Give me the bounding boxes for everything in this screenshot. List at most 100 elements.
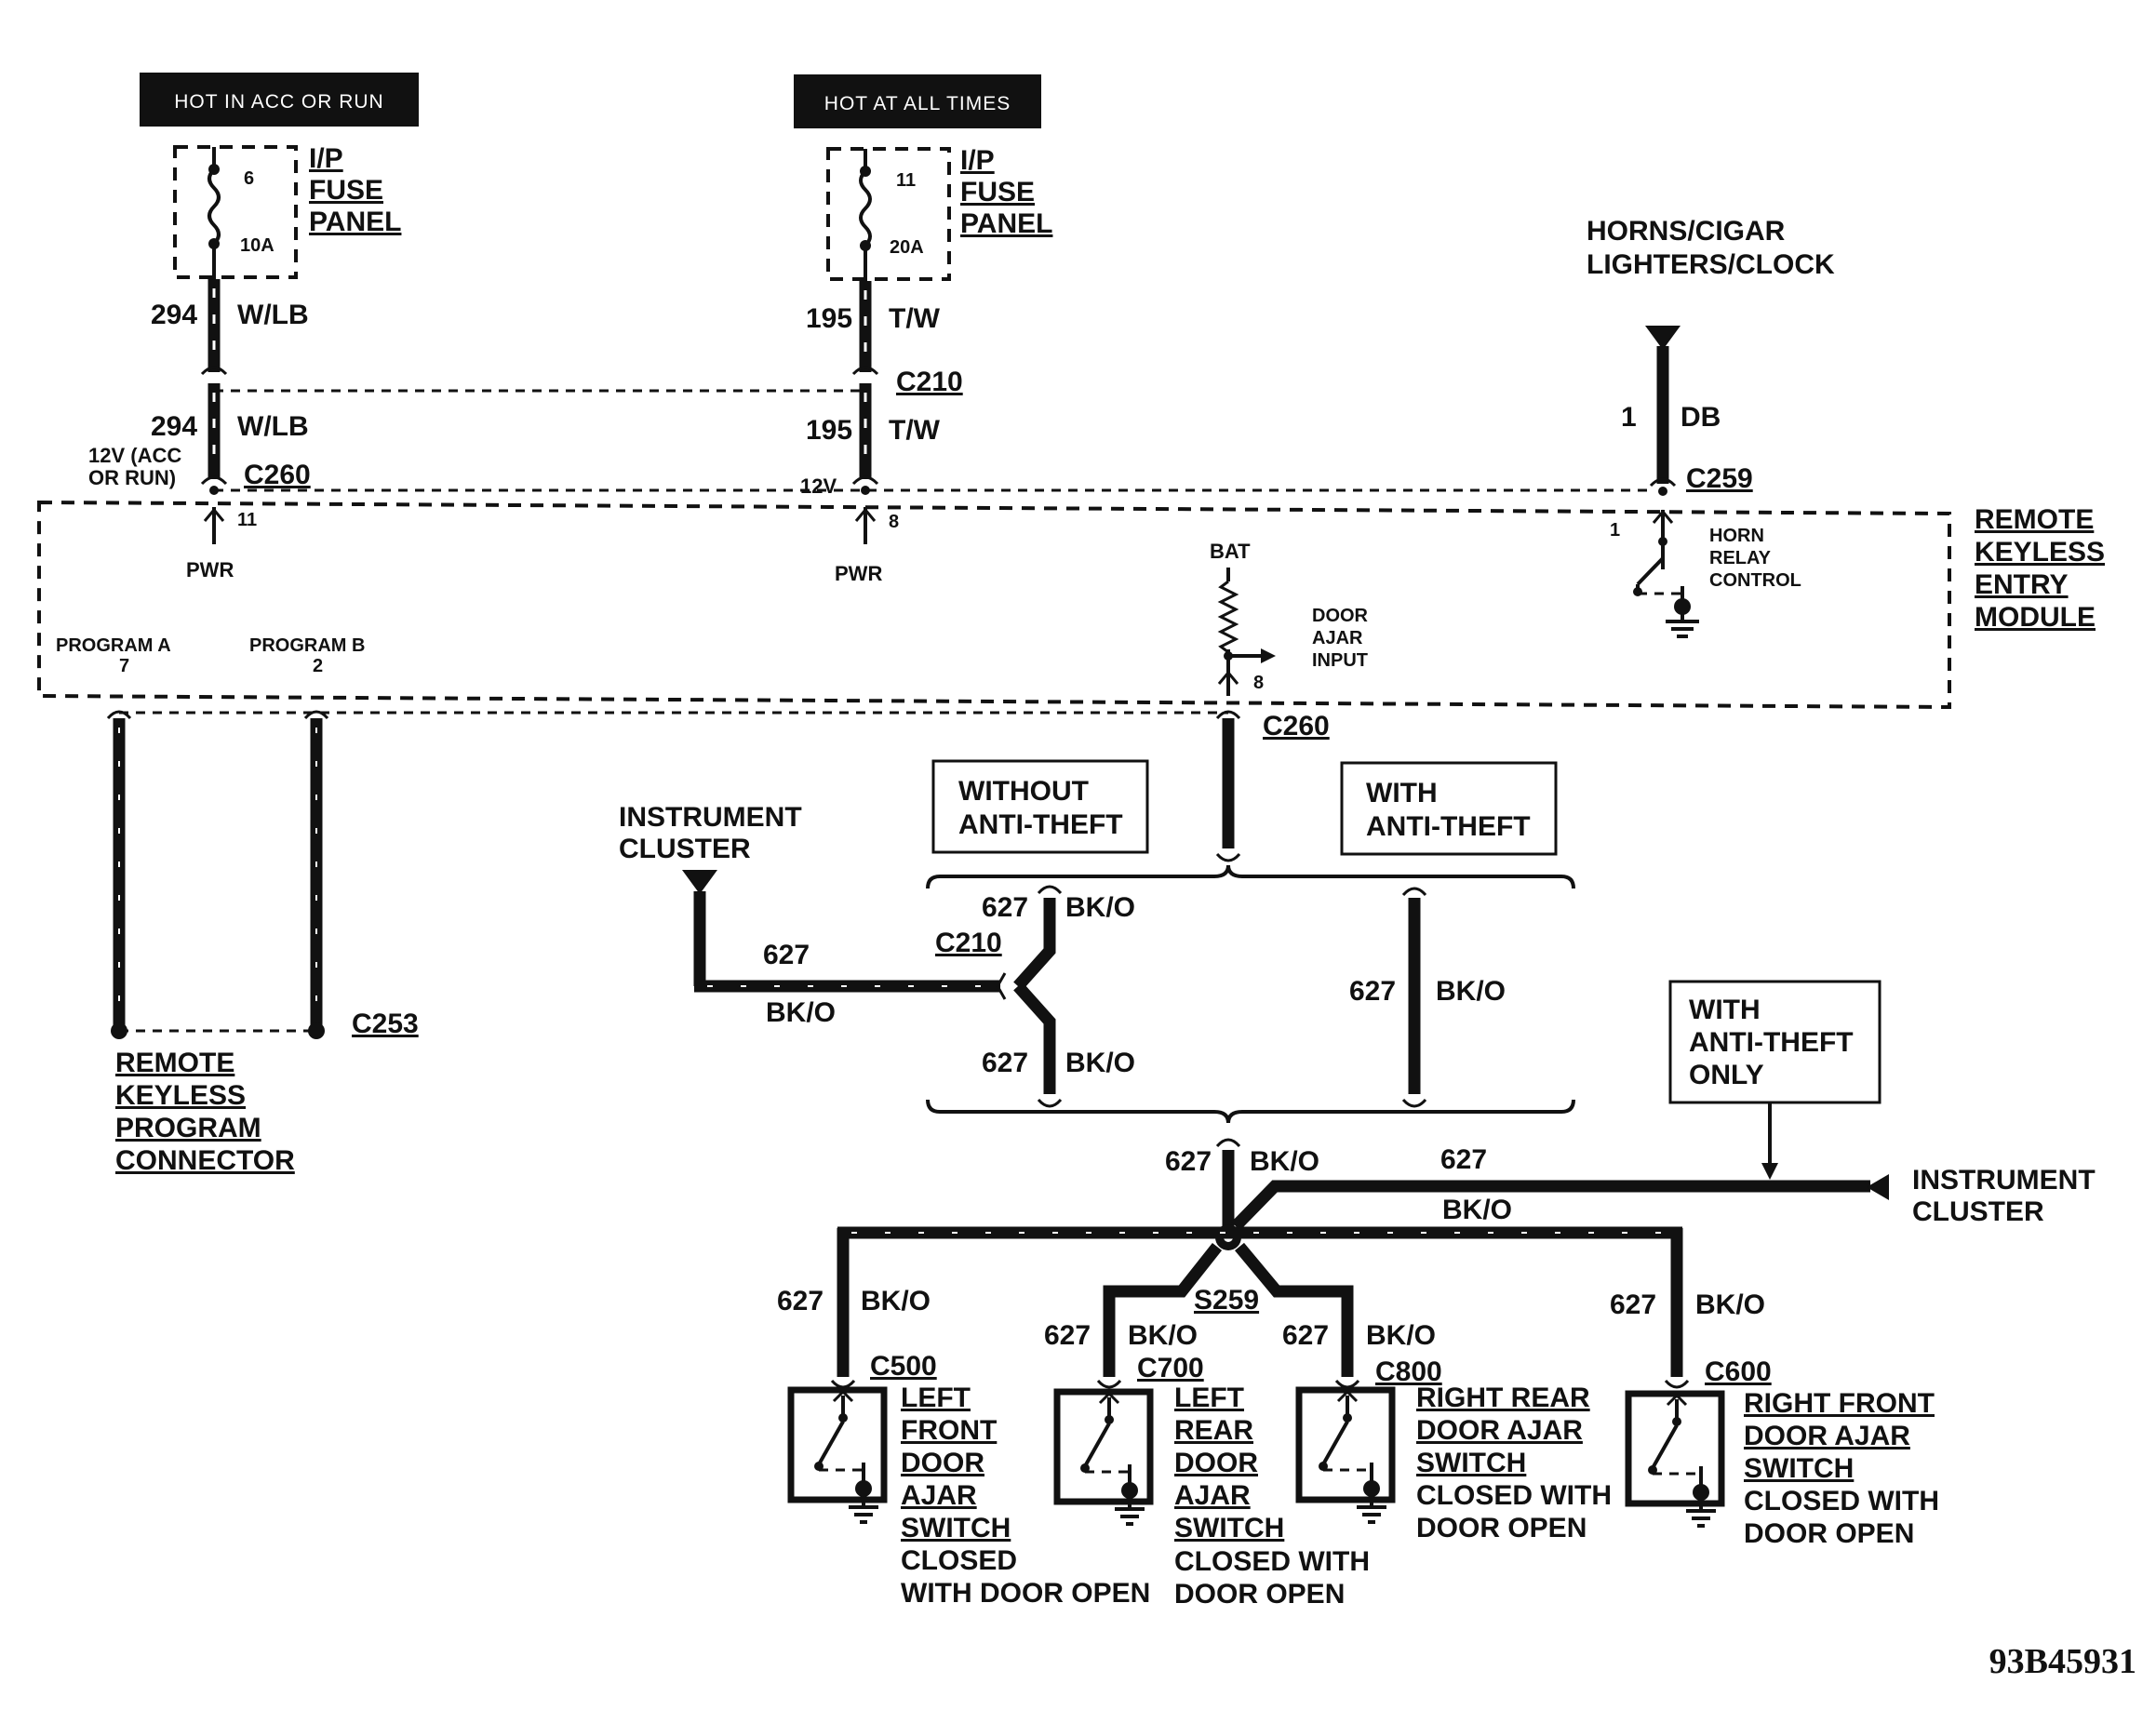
svg-text:AJAR: AJAR: [1174, 1480, 1251, 1511]
pwr-label-1: PWR: [186, 558, 234, 581]
right-rear-door-ajar-switch: [1295, 1386, 1396, 1524]
wire-294-color-top: W/LB: [237, 300, 309, 330]
fuse-11: 11 20A: [826, 147, 951, 281]
door-ajar-input-line-2: AJAR: [1312, 628, 1363, 648]
option-brace-bottom: [926, 1099, 1575, 1124]
pin-pwr-2: 8: [889, 512, 899, 532]
horn-relay-control-switch: [1633, 537, 1699, 638]
wire-627-right-color: BK/O: [1442, 1195, 1512, 1225]
power-label-acc-run: HOT IN ACC OR RUN: [140, 73, 419, 127]
horn-relay-line-2: RELAY: [1709, 548, 1772, 568]
svg-text:CLOSED: CLOSED: [901, 1545, 1017, 1576]
wire-294-color-bottom: W/LB: [237, 411, 309, 442]
c600-label: C600: [1705, 1356, 1772, 1387]
svg-text:DOOR: DOOR: [901, 1448, 984, 1478]
svg-text:REAR: REAR: [1174, 1415, 1253, 1446]
svg-text:DOOR OPEN: DOOR OPEN: [1174, 1579, 1345, 1610]
program-a-pin: 7: [119, 656, 129, 676]
svg-text:WITHOUT: WITHOUT: [958, 776, 1089, 807]
with-anti-theft-only-box: WITH ANTI-THEFT ONLY: [1668, 980, 1881, 1180]
figure-id: 93B45931: [1989, 1642, 2136, 1681]
bat-label: BAT: [1210, 540, 1251, 563]
module-label-4: MODULE: [1975, 602, 2096, 633]
horn-relay-line-3: CONTROL: [1709, 570, 1801, 591]
right-front-switch-label: RIGHT FRONT DOOR AJAR SWITCH CLOSED WITH…: [1744, 1388, 1939, 1549]
fuse-panel-label-1: I/P FUSE PANEL: [309, 143, 401, 237]
svg-text:LEFT: LEFT: [901, 1383, 971, 1413]
wire-627-trunk-circuit: 627: [1165, 1146, 1212, 1177]
wire-294-circuit-top: 294: [151, 300, 197, 330]
wire-627-trunk-color: BK/O: [1250, 1146, 1319, 1177]
s259-label: S259: [1194, 1285, 1259, 1316]
program-connector-line-1: REMOTE: [115, 1048, 234, 1078]
pin-pwr-1: 11: [237, 510, 257, 530]
svg-text:RIGHT FRONT: RIGHT FRONT: [1744, 1388, 1935, 1419]
svg-text:DOOR OPEN: DOOR OPEN: [1744, 1518, 1914, 1549]
module-label-3: ENTRY: [1975, 569, 2069, 600]
svg-text:ANTI-THEFT: ANTI-THEFT: [1366, 811, 1531, 842]
acc-voltage-line-1: 12V (ACC: [88, 444, 181, 467]
svg-text:DOOR: DOOR: [1174, 1448, 1258, 1478]
left-front-switch-label: LEFT FRONT DOOR AJAR SWITCH CLOSED WITH …: [901, 1383, 1150, 1609]
wire-627-c210-lower-circuit: 627: [982, 1048, 1028, 1078]
svg-text:20A: 20A: [890, 237, 924, 258]
instrument-cluster-right-line-2: CLUSTER: [1912, 1196, 2044, 1227]
wire-627-c210-lower-color: BK/O: [1065, 1048, 1135, 1078]
wire-1: [1645, 326, 1681, 549]
svg-text:DOOR OPEN: DOOR OPEN: [1416, 1513, 1587, 1543]
bat-voltage: 12V: [800, 474, 837, 498]
c259-label: C259: [1686, 463, 1753, 494]
c800-label: C800: [1375, 1356, 1442, 1387]
svg-text:FUSE: FUSE: [309, 175, 383, 206]
wire-627-without-anti-theft: [682, 870, 1063, 1108]
remote-keyless-entry-module: [37, 500, 1951, 710]
wire-627-lf-color: BK/O: [861, 1286, 931, 1316]
program-connector-line-2: KEYLESS: [115, 1080, 246, 1111]
svg-text:WITH: WITH: [1366, 778, 1438, 808]
wire-195-circuit-top: 195: [806, 303, 852, 334]
wire-627-lr-circuit: 627: [1044, 1320, 1091, 1351]
option-brace-top: [926, 864, 1575, 889]
wire-627-right-circuit: 627: [1440, 1144, 1487, 1175]
horn-source-line-1: HORNS/CIGAR: [1587, 216, 1786, 247]
program-b-label: PROGRAM B: [249, 635, 365, 656]
svg-text:RIGHT REAR: RIGHT REAR: [1416, 1383, 1590, 1413]
svg-text:10A: 10A: [240, 235, 275, 256]
wire-627-distribution: [830, 1138, 1889, 1389]
wire-195-color-bottom: T/W: [889, 415, 941, 446]
fuse-panel-label-2: I/P FUSE PANEL: [960, 145, 1052, 239]
svg-text:CLOSED WITH: CLOSED WITH: [1416, 1480, 1612, 1511]
svg-text:PANEL: PANEL: [960, 208, 1052, 239]
svg-text:CLOSED WITH: CLOSED WITH: [1174, 1546, 1370, 1577]
svg-text:SWITCH: SWITCH: [1744, 1453, 1854, 1484]
svg-text:SWITCH: SWITCH: [901, 1513, 1011, 1543]
svg-text:DOOR AJAR: DOOR AJAR: [1744, 1421, 1910, 1451]
instrument-cluster-right-line-1: INSTRUMENT: [1912, 1165, 2096, 1196]
power-label-always: HOT AT ALL TIMES: [794, 74, 1041, 128]
door-ajar-input-circuit: [1217, 568, 1276, 696]
program-b-pin: 2: [313, 656, 323, 676]
wire-1-circuit: 1: [1621, 402, 1637, 433]
right-rear-switch-label: RIGHT REAR DOOR AJAR SWITCH CLOSED WITH …: [1416, 1383, 1612, 1543]
svg-text:FRONT: FRONT: [901, 1415, 997, 1446]
instrument-cluster-left-line-1: INSTRUMENT: [619, 802, 802, 833]
wire-195-circuit-bottom: 195: [806, 415, 852, 446]
pwr-label-2: PWR: [835, 562, 882, 585]
svg-text:PANEL: PANEL: [309, 207, 401, 237]
svg-text:ONLY: ONLY: [1689, 1060, 1764, 1090]
wire-627-rr-circuit: 627: [1282, 1320, 1329, 1351]
module-label-1: REMOTE: [1975, 504, 2094, 535]
wire-294-circuit-bottom: 294: [151, 411, 197, 442]
svg-text:I/P: I/P: [309, 143, 343, 174]
svg-text:I/P: I/P: [960, 145, 995, 176]
without-anti-theft-box: WITHOUT ANTI-THEFT: [931, 759, 1149, 854]
wire-627-with-color: BK/O: [1436, 976, 1506, 1007]
door-ajar-input-line-1: DOOR: [1312, 606, 1369, 626]
c210-label-bottom: C210: [935, 928, 1002, 958]
horn-pin: 1: [1610, 520, 1620, 541]
fuse-6: 6 10A: [173, 145, 298, 279]
wire-627-lf-circuit: 627: [777, 1286, 824, 1316]
wire-627-c210-upper-circuit: 627: [982, 892, 1028, 923]
svg-text:CLOSED WITH: CLOSED WITH: [1744, 1486, 1939, 1516]
